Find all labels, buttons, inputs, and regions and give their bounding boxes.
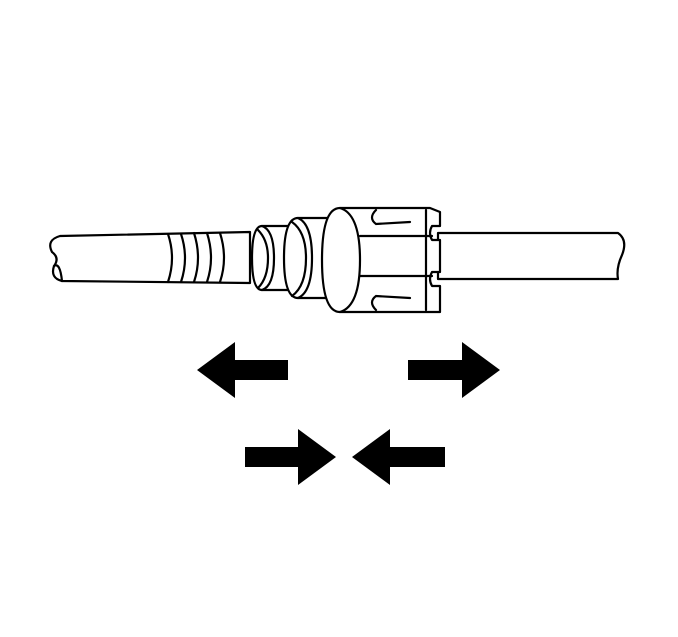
arrow-right-bottom [245, 429, 336, 485]
nut [320, 206, 442, 314]
right-tube [436, 231, 626, 281]
arrow-right-top [408, 342, 500, 398]
arrow-left-bottom [352, 429, 445, 485]
arrow-left-top [197, 342, 288, 398]
ferrule-ridges [166, 231, 226, 284]
left-tube [49, 230, 252, 285]
